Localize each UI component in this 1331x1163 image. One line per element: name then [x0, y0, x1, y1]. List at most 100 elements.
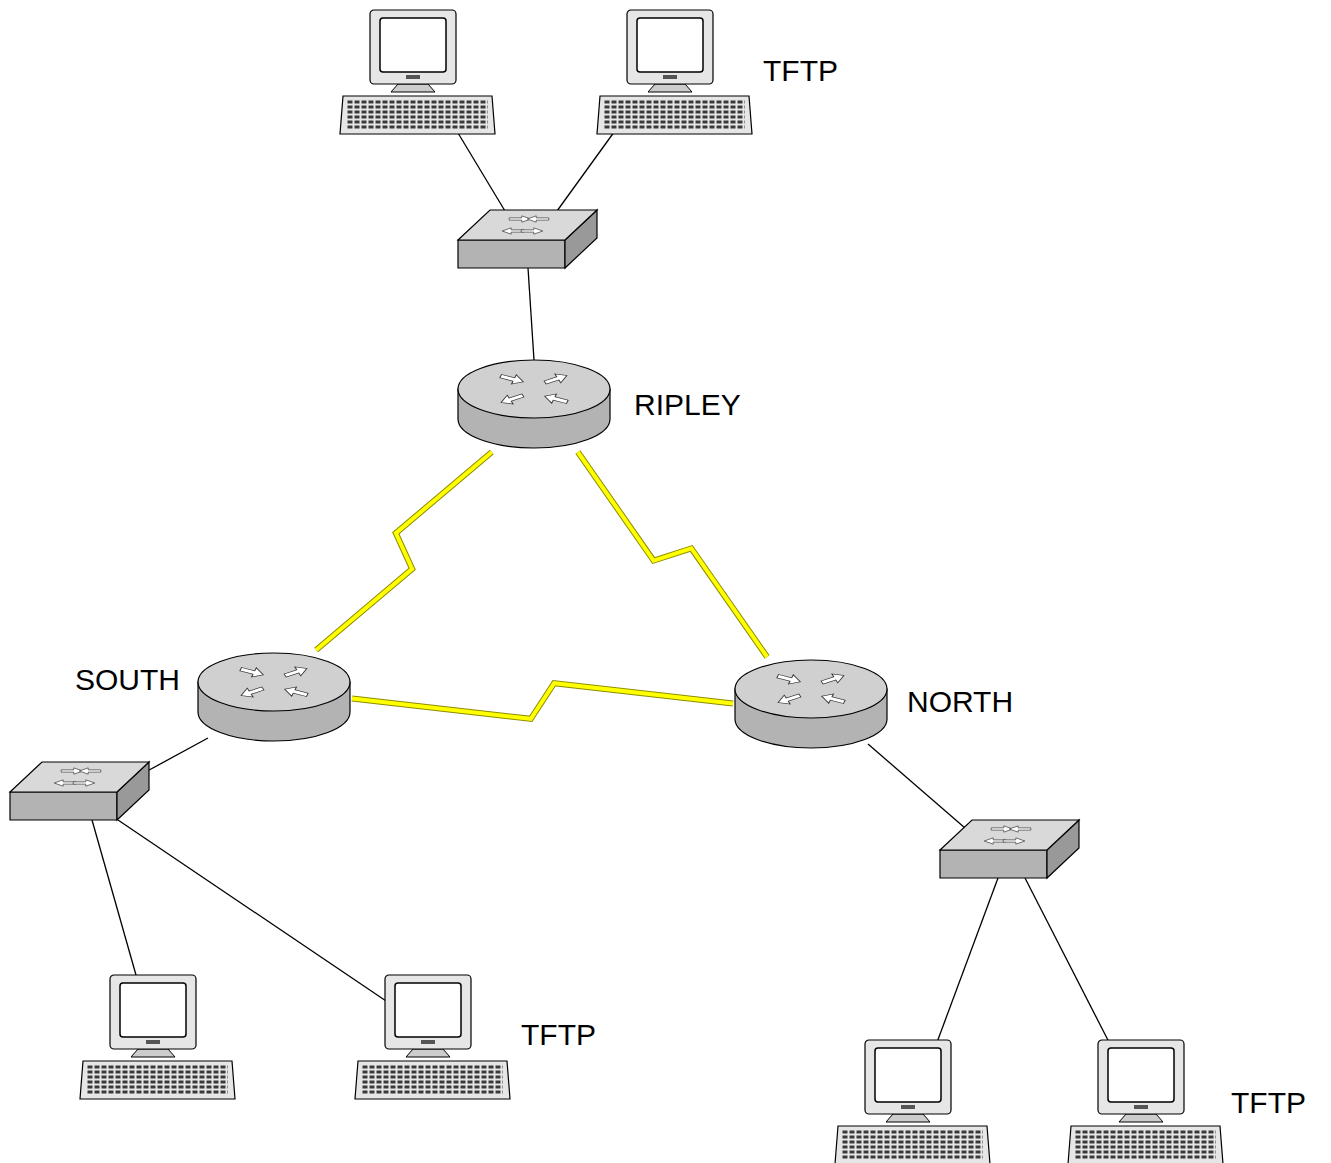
router-name: RIPLEY: [634, 388, 741, 422]
keyboard: [80, 1061, 235, 1099]
workstation-icon: [597, 10, 752, 135]
server-label: TFTP: [1231, 1086, 1306, 1120]
router-top: [735, 660, 887, 718]
workstation: [340, 10, 495, 134]
ethernet-wire: [936, 878, 998, 1045]
server-label: TFTP: [763, 54, 838, 88]
keyboard-keys: [842, 1130, 983, 1160]
router-arrow: [238, 684, 266, 700]
keyboard: [355, 1061, 510, 1099]
monitor-button: [146, 1040, 160, 1044]
router-top: [458, 360, 610, 418]
workstation-icon: [1068, 1040, 1223, 1163]
monitor-stand: [406, 1049, 450, 1057]
switch-arrow: [984, 838, 1006, 844]
serial-link-bolt: [352, 683, 733, 719]
router-icon: [196, 650, 352, 745]
switch-arrow: [73, 780, 95, 786]
monitor-button: [421, 1040, 435, 1044]
switch-arrow: [502, 228, 524, 234]
router-arrow: [819, 692, 846, 707]
tftp-server: TFTP: [355, 975, 510, 1100]
router-arrow: [498, 372, 525, 387]
workstation: [355, 975, 510, 1099]
router-top: [198, 653, 350, 711]
monitor-stand: [1119, 1114, 1163, 1122]
monitor-case: [627, 10, 713, 84]
monitor-button: [663, 75, 677, 79]
keyboard-keys: [604, 100, 745, 130]
serial-link-bolt: [578, 452, 767, 657]
router-icon: [456, 357, 612, 452]
workstation: [80, 975, 235, 1099]
serial-link-outline: [316, 452, 492, 650]
keyboard-keys: [87, 1065, 228, 1095]
ethernet-wire: [528, 268, 534, 360]
router: SOUTH: [196, 650, 352, 745]
keyboard-keys: [362, 1065, 503, 1095]
switch-front: [940, 850, 1047, 878]
router: [458, 360, 610, 448]
ethernet-wire: [557, 128, 617, 211]
switch-top: [458, 210, 597, 240]
router-icon: [733, 657, 889, 752]
ethernet-wire: [1025, 878, 1112, 1048]
ethernet-wire: [868, 744, 965, 828]
monitor-screen: [637, 18, 703, 72]
keyboard-keys: [347, 100, 488, 130]
ethernet-wire: [140, 738, 208, 775]
monitor-screen: [380, 18, 446, 72]
monitor-screen: [120, 983, 186, 1037]
workstation: [597, 10, 752, 134]
monitor-screen: [875, 1048, 941, 1102]
monitor-screen: [1108, 1048, 1174, 1102]
ethernet-wire: [92, 820, 136, 975]
server-label: TFTP: [521, 1018, 596, 1052]
router: [198, 653, 350, 741]
serial-link-outline: [578, 452, 767, 657]
keyboard: [597, 96, 752, 134]
router: NORTH: [733, 657, 889, 752]
monitor-screen: [395, 983, 461, 1037]
monitor-case: [370, 10, 456, 84]
serial-link: [316, 452, 492, 650]
router-arrow: [238, 665, 265, 680]
workstation: [835, 1040, 990, 1163]
monitor-button: [406, 75, 420, 79]
switch-arrow: [527, 216, 549, 222]
switch-front: [458, 240, 565, 268]
serial-link-outline: [352, 683, 733, 719]
keyboard: [835, 1126, 990, 1163]
serial-link: [578, 452, 767, 657]
tftp-server: TFTP: [1068, 1040, 1223, 1163]
switch-arrow: [521, 228, 543, 234]
monitor-case: [865, 1040, 951, 1114]
monitor-stand: [131, 1049, 175, 1057]
monitor-button: [901, 1105, 915, 1109]
monitor-stand: [391, 84, 435, 92]
ethernet-switch: [458, 210, 597, 268]
switch-arrow: [54, 780, 76, 786]
keyboard-keys: [1075, 1130, 1216, 1160]
switch-front: [10, 792, 117, 820]
router-arrow: [775, 672, 802, 687]
router-arrow: [498, 391, 526, 407]
switch-arrow: [79, 768, 101, 774]
router-arrow: [819, 671, 847, 687]
monitor-case: [110, 975, 196, 1049]
router-name: NORTH: [907, 685, 1013, 719]
switch-top: [940, 820, 1079, 850]
router-arrow: [542, 392, 569, 407]
monitor-case: [385, 975, 471, 1049]
switch-top: [10, 762, 149, 792]
workstation-icon: [355, 975, 510, 1100]
ethernet-wire: [455, 128, 505, 211]
router-arrow: [282, 664, 310, 680]
switch-arrow: [1003, 838, 1025, 844]
keyboard: [1068, 1126, 1223, 1163]
router: [735, 660, 887, 748]
monitor-stand: [886, 1114, 930, 1122]
